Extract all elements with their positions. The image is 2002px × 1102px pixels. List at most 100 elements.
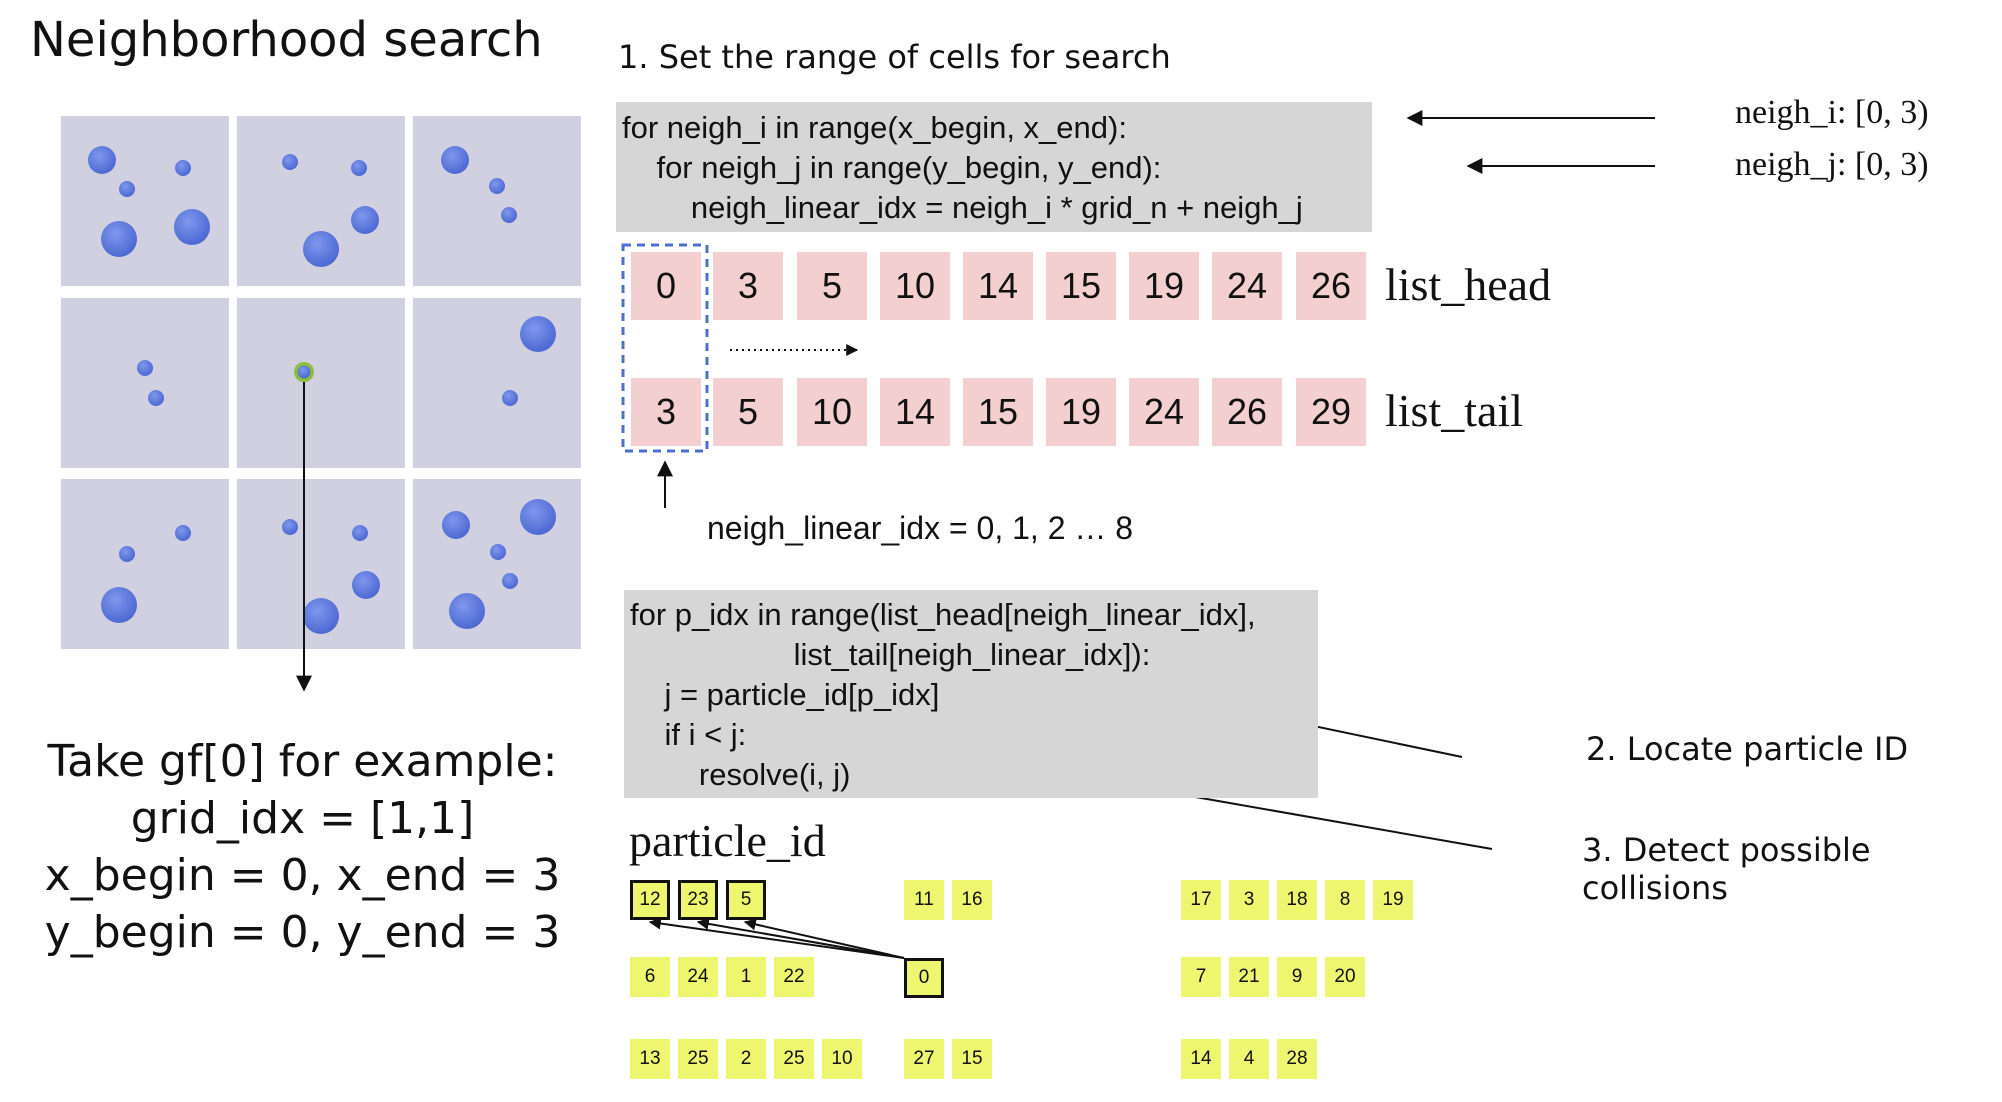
particle [101,221,137,257]
list-tail-cell: 19 [1046,378,1116,446]
list-tail-cell: 29 [1296,378,1366,446]
particle [282,154,298,170]
particle-id-cell: 21 [1229,957,1269,997]
particle-id-cell: 11 [904,880,944,920]
list-tail-cell: 26 [1212,378,1282,446]
particle-id-cell: 18 [1277,880,1317,920]
list-head-label: list_head [1385,259,1552,310]
particle [351,160,367,176]
particle-id-cell: 28 [1277,1039,1317,1079]
code-line: resolve(i, j) [630,757,851,792]
list-head-cell: 3 [713,252,783,320]
example-line: y_begin = 0, y_end = 3 [44,907,561,958]
particle-id-cell: 13 [630,1039,670,1079]
particle-id-cell: 7 [1181,957,1221,997]
particle [352,571,380,599]
code-line: neigh_linear_idx = neigh_i * grid_n + ne… [622,190,1303,225]
list-head-cell: 19 [1129,252,1199,320]
list-head-cell: 10 [880,252,950,320]
example-line: grid_idx = [1,1] [130,793,475,844]
particle-id-cell: 2 [726,1039,766,1079]
particle [119,546,135,562]
list-head-cell: 0 [631,252,701,320]
particle-id-cell-current: 0 [904,958,944,998]
list-head-cell: 15 [1046,252,1116,320]
particle [441,146,469,174]
particle [442,511,470,539]
particle [520,316,556,352]
example-line: x_begin = 0, x_end = 3 [44,850,561,901]
grid-cell [61,116,229,286]
particle-id-cell: 25 [678,1039,718,1079]
list-tail-cell: 15 [963,378,1033,446]
particle-id-cell: 3 [1229,880,1269,920]
particle [101,587,137,623]
particle [449,593,485,629]
list-tail-cell: 14 [880,378,950,446]
particle-id-cell: 17 [1181,880,1221,920]
particle [119,181,135,197]
selection-box [621,243,709,453]
example-text: Take gf[0] for example: grid_idx = [1,1]… [30,733,575,961]
grid-cell [61,479,229,649]
list-head-cell: 24 [1212,252,1282,320]
step-2-label: 2. Locate particle ID [1586,730,1909,768]
particle-id-cell: 24 [678,957,718,997]
particle-id-cell: 20 [1325,957,1365,997]
particle [175,160,191,176]
particle [501,207,517,223]
list-tail-cell: 24 [1129,378,1199,446]
list-tail-cell: 3 [631,378,701,446]
particle [303,598,339,634]
particle [351,206,379,234]
particle [490,544,506,560]
code-line: for neigh_i in range(x_begin, x_end): [622,110,1127,145]
particle [137,360,153,376]
code-line: if i < j: [630,717,747,752]
particle-id-cell: 1 [726,957,766,997]
code-line: for neigh_j in range(y_begin, y_end): [622,150,1162,185]
particle-id-cell: 23 [678,880,718,920]
neigh-i-range: neigh_i: [0, 3) [1735,94,1929,131]
list-tail-cell: 10 [797,378,867,446]
particle [502,573,518,589]
particle [303,231,339,267]
particle-id-cell: 22 [774,957,814,997]
list-head-cell: 5 [797,252,867,320]
particle [520,499,556,535]
list-tail-label: list_tail [1385,385,1523,436]
list-head-cell: 26 [1296,252,1366,320]
particle-id-cell: 8 [1325,880,1365,920]
code-line: j = particle_id[p_idx] [630,677,940,712]
example-line: Take gf[0] for example: [47,736,558,787]
particle-id-label: particle_id [629,815,826,866]
particle [489,178,505,194]
grid-cell [413,116,581,286]
code-block-cell-range: for neigh_i in range(x_begin, x_end): fo… [616,102,1372,232]
selected-particle [297,365,311,379]
linear-idx-caption: neigh_linear_idx = 0, 1, 2 … 8 [707,510,1134,546]
code-line: for p_idx in range(list_head[neigh_linea… [630,597,1256,632]
particle-id-cell: 4 [1229,1039,1269,1079]
page-title: Neighborhood search [30,12,543,68]
grid-cell-center [237,298,405,468]
particle [175,525,191,541]
particle [352,525,368,541]
particle-id-cell: 27 [904,1039,944,1079]
particles [88,146,556,634]
particle [502,390,518,406]
particle-id-cell: 14 [1181,1039,1221,1079]
list-head-cell: 14 [963,252,1033,320]
particle-id-cell: 6 [630,957,670,997]
particle-id-cell: 10 [822,1039,862,1079]
code-line: list_tail[neigh_linear_idx]): [630,637,1151,672]
particle-id-cell: 15 [952,1039,992,1079]
particle-id-cell: 16 [952,880,992,920]
step-1-label: 1. Set the range of cells for search [618,38,1171,76]
particle [174,209,210,245]
neigh-j-range: neigh_j: [0, 3) [1735,146,1929,183]
particle-id-cell: 19 [1373,880,1413,920]
particle [88,146,116,174]
id-arrow [696,917,905,959]
